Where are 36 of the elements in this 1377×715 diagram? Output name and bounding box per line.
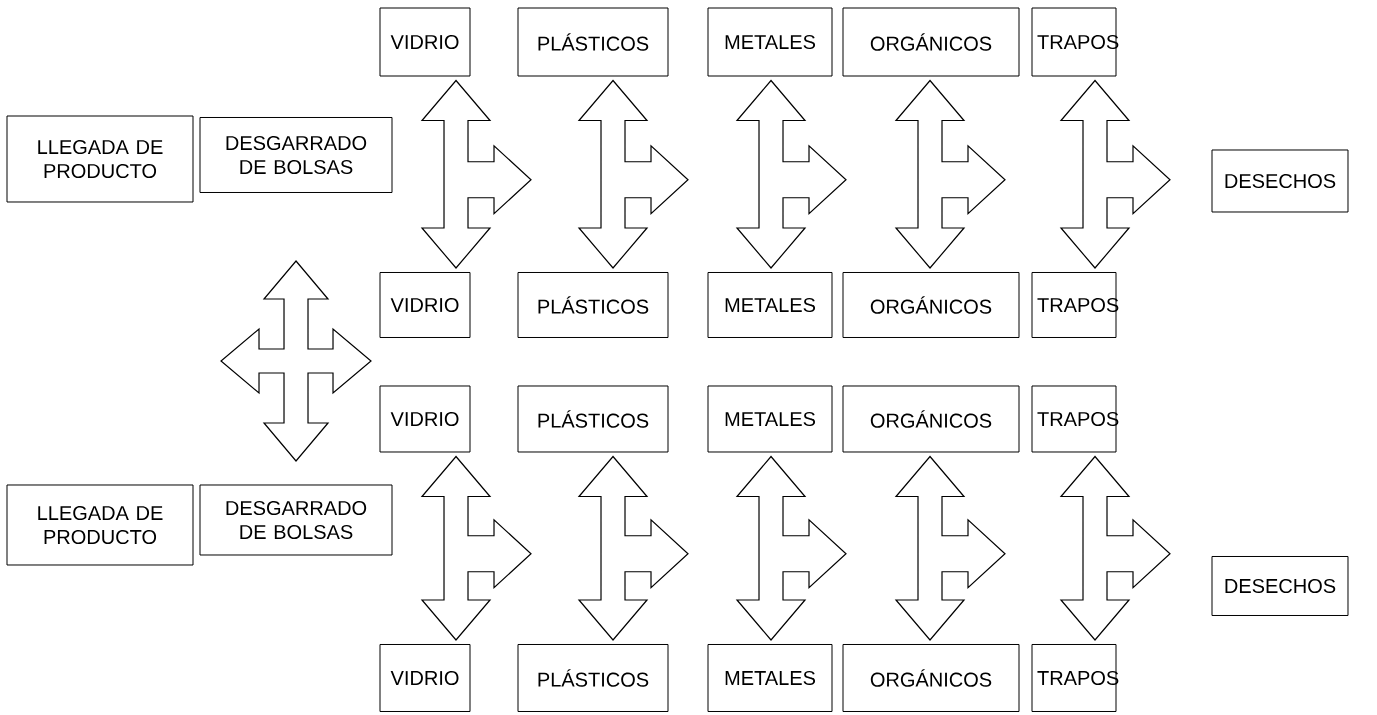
label-box: DESECHOS (1211, 556, 1349, 616)
label-box: METALES (707, 385, 833, 453)
block-arrow (420, 79, 532, 269)
label-box: VIDRIO (379, 7, 471, 77)
label-box: METALES (707, 7, 833, 77)
label-box: ORGÁNICOS (842, 644, 1020, 712)
label-box: PLÁSTICOS (517, 644, 669, 712)
block-arrow (577, 79, 689, 269)
label-box: DESGARRADO DE BOLSAS (199, 484, 393, 556)
label-box: PLÁSTICOS (517, 7, 669, 77)
label-box: TRAPOS (1031, 385, 1119, 453)
block-arrow (735, 79, 847, 269)
label-box: DESECHOS (1211, 149, 1349, 213)
label-box: TRAPOS (1031, 644, 1119, 712)
label-box: LLEGADA DE PRODUCTO (6, 484, 194, 566)
block-arrow (894, 79, 1006, 269)
label-box: PLÁSTICOS (517, 385, 669, 453)
block-arrow (1059, 79, 1171, 269)
label-box: PLÁSTICOS (517, 272, 669, 338)
label-box: ORGÁNICOS (842, 7, 1020, 77)
label-box: LLEGADA DE PRODUCTO (6, 115, 194, 203)
label-box: TRAPOS (1031, 272, 1119, 338)
label-box: ORGÁNICOS (842, 272, 1020, 338)
label-box: METALES (707, 272, 833, 338)
block-arrow (1059, 455, 1171, 641)
block-arrow (735, 455, 847, 641)
label-box: VIDRIO (379, 272, 471, 338)
label-box: DESGARRADO DE BOLSAS (199, 117, 393, 193)
label-box: TRAPOS (1031, 7, 1119, 77)
label-box: ORGÁNICOS (842, 385, 1020, 453)
label-box: VIDRIO (379, 644, 471, 712)
label-box: METALES (707, 644, 833, 712)
block-arrow (420, 455, 532, 641)
block-arrow (894, 455, 1006, 641)
label-box: VIDRIO (379, 385, 471, 453)
block-arrow (577, 455, 689, 641)
